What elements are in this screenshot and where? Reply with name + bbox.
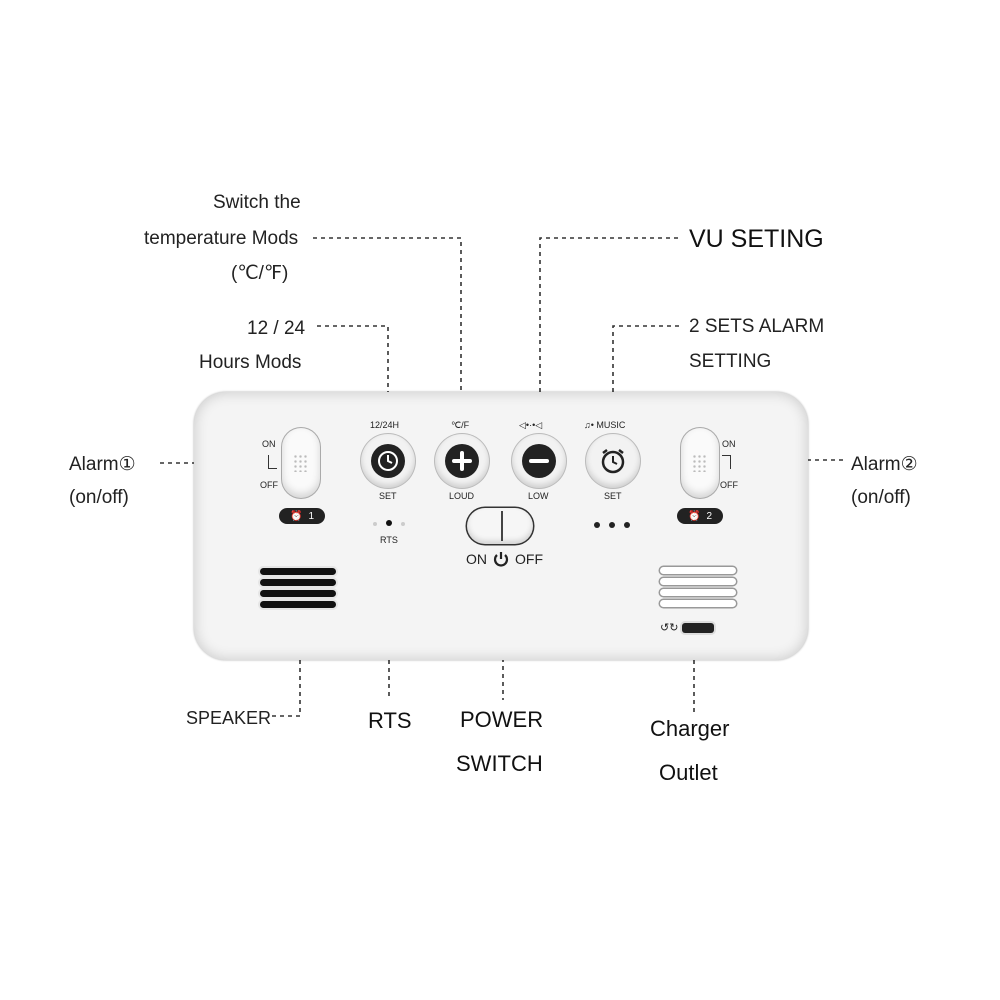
alarm-clock-icon: ⏰ — [687, 510, 701, 522]
hours-callout-line2: Hours Mods — [199, 352, 302, 373]
power-on-label: ON — [466, 551, 487, 567]
btn-plus-top-label: ℃/F — [451, 420, 470, 430]
rts-label: RTS — [380, 535, 398, 545]
alarm2-badge-number: 2 — [706, 510, 712, 522]
usb-icon: ↺↻ — [660, 622, 679, 634]
btn-alarm-top-label: ♫• MUSIC — [584, 420, 626, 430]
btn-minus-bottom-label: LOW — [528, 491, 549, 501]
speaker-callout: SPEAKER — [186, 708, 272, 728]
alarm2-callout-line2: (on/off) — [851, 487, 911, 508]
volume-low-minus-button[interactable] — [512, 434, 566, 488]
indicator-dot — [609, 522, 615, 528]
power-off-label: OFF — [515, 551, 543, 567]
temperature-loud-plus-button[interactable] — [435, 434, 489, 488]
charger-callout-line1: Charger — [650, 716, 730, 741]
alarm-clock-icon: ⏰ — [289, 510, 303, 522]
btn-plus-bottom-label: LOUD — [449, 491, 475, 501]
btn-minus-top-label: ◁•·•◁ — [519, 420, 543, 430]
alarm2-callout-line1: Alarm② — [851, 454, 918, 475]
alarm1-switch-on-label: ON — [262, 439, 276, 449]
power-icon — [492, 550, 510, 573]
alarm1-callout-line2: (on/off) — [69, 487, 129, 508]
btn-1224-bottom-label: SET — [379, 491, 397, 501]
charger-callout-line2: Outlet — [659, 760, 718, 785]
plus-icon — [445, 444, 479, 478]
temperature-callout-line3: (℃/℉) — [231, 263, 289, 284]
hours-1224-set-button[interactable] — [361, 434, 415, 488]
vu-setting-callout: VU SETING — [689, 225, 824, 253]
charger-port[interactable] — [682, 623, 714, 633]
indicator-dot — [594, 522, 600, 528]
indicator-dot — [624, 522, 630, 528]
alarm2-toggle-switch[interactable] — [681, 428, 719, 498]
minus-icon — [522, 444, 556, 478]
alarm1-badge: ⏰ 1 — [279, 508, 325, 524]
vent-grille — [660, 567, 736, 611]
alarm2-switch-indicator-icon — [722, 455, 731, 469]
speaker-grille — [260, 568, 336, 612]
rts-callout: RTS — [368, 708, 412, 733]
alarm1-badge-number: 1 — [308, 510, 314, 522]
btn-1224-top-label: 12/24H — [370, 420, 400, 430]
temperature-callout-line2: temperature Mods — [144, 228, 299, 249]
power-callout-line2: SWITCH — [456, 751, 543, 776]
rts-dot-left — [373, 522, 377, 526]
alarm1-callout-line1: Alarm① — [69, 454, 136, 475]
power-slide-switch[interactable] — [467, 508, 533, 544]
power-switch-divider — [501, 511, 503, 541]
temperature-callout-line1: Switch the — [213, 192, 301, 213]
rts-reset-hole[interactable] — [386, 520, 392, 526]
btn-alarm-bottom-label: SET — [604, 491, 622, 501]
hours-callout-line1: 12 / 24 — [247, 318, 306, 339]
alarm-clock-icon — [598, 446, 628, 481]
rts-dot-right — [401, 522, 405, 526]
alarm-sets-callout-line1: 2 SETS ALARM — [689, 316, 825, 337]
alarm-sets-callout-line2: SETTING — [689, 351, 772, 372]
alarm1-switch-off-label: OFF — [260, 480, 278, 490]
grip-dots-icon — [293, 454, 309, 472]
alarm1-toggle-switch[interactable] — [282, 428, 320, 498]
clock-icon — [371, 444, 405, 478]
power-callout-line1: POWER — [460, 707, 544, 732]
alarm1-switch-indicator-icon — [268, 455, 277, 469]
grip-dots-icon — [692, 454, 708, 472]
alarm-music-set-button[interactable] — [586, 434, 640, 488]
alarm2-switch-off-label: OFF — [720, 480, 738, 490]
alarm2-badge: ⏰ 2 — [677, 508, 723, 524]
alarm2-switch-on-label: ON — [722, 439, 736, 449]
